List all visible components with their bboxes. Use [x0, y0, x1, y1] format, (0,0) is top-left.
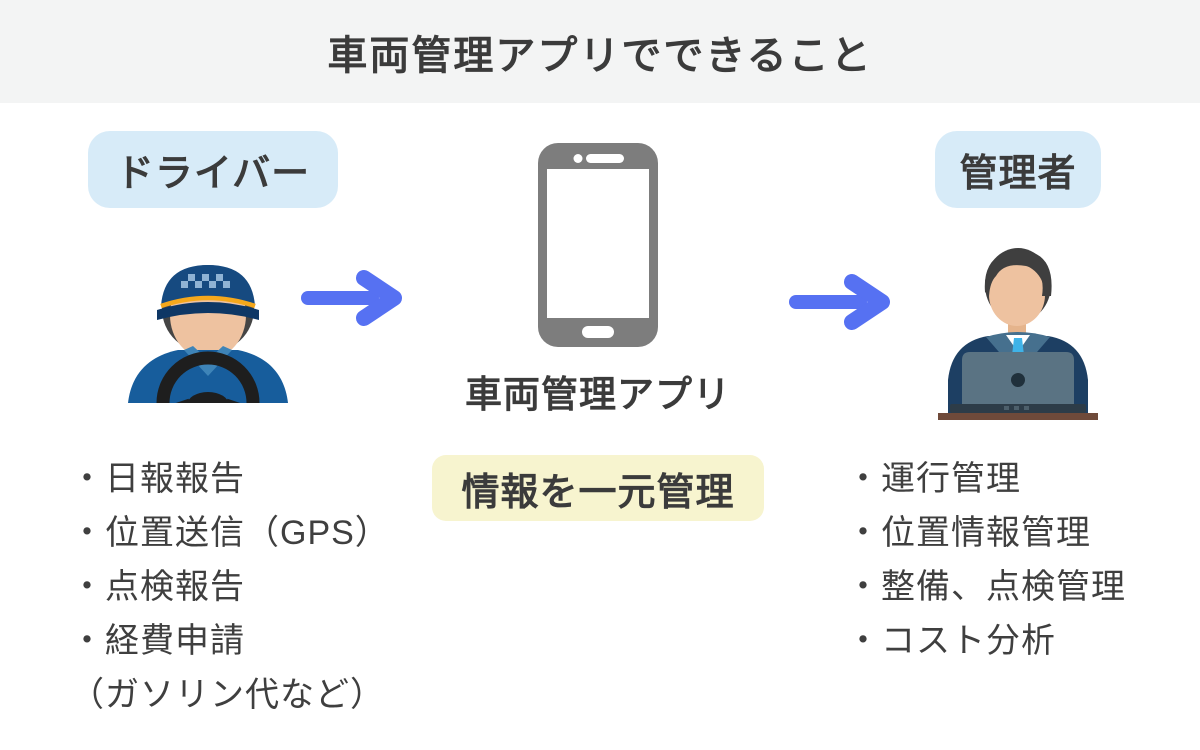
highlight-text: 情報を一元管理: [461, 471, 735, 514]
app-name: 車両管理アプリ: [465, 374, 731, 415]
arrow-right-icon: [301, 270, 402, 326]
arrow-right-icon: [789, 274, 890, 330]
driver-label: ドライバー: [88, 131, 338, 208]
page-title: 車両管理アプリでできること: [327, 33, 873, 78]
highlight-badge: 情報を一元管理: [432, 455, 764, 521]
list-item: ・経費申請: [70, 622, 245, 660]
smartphone-icon: [538, 143, 658, 347]
list-item: ・整備、点検管理: [846, 568, 1126, 606]
list-item: ・位置送信（GPS）: [70, 514, 390, 552]
header-bar: 車両管理アプリでできること: [0, 0, 1200, 103]
manager-icon: [938, 248, 1098, 420]
list-item: ・日報報告: [70, 460, 245, 498]
manager-label-text: 管理者: [959, 153, 1077, 195]
list-item: （ガソリン代など）: [70, 676, 385, 714]
manager-label: 管理者: [935, 131, 1101, 208]
driver-label-text: ドライバー: [115, 153, 311, 195]
list-item: ・点検報告: [70, 568, 245, 606]
driver-feature-list: ・日報報告 ・位置送信（GPS） ・点検報告 ・経費申請 （ガソリン代など）: [70, 452, 390, 722]
list-item: ・位置情報管理: [846, 514, 1091, 552]
driver-icon: [128, 265, 288, 403]
manager-feature-list: ・運行管理 ・位置情報管理 ・整備、点検管理 ・コスト分析: [846, 452, 1126, 668]
list-item: ・運行管理: [846, 460, 1021, 498]
list-item: ・コスト分析: [846, 622, 1056, 660]
